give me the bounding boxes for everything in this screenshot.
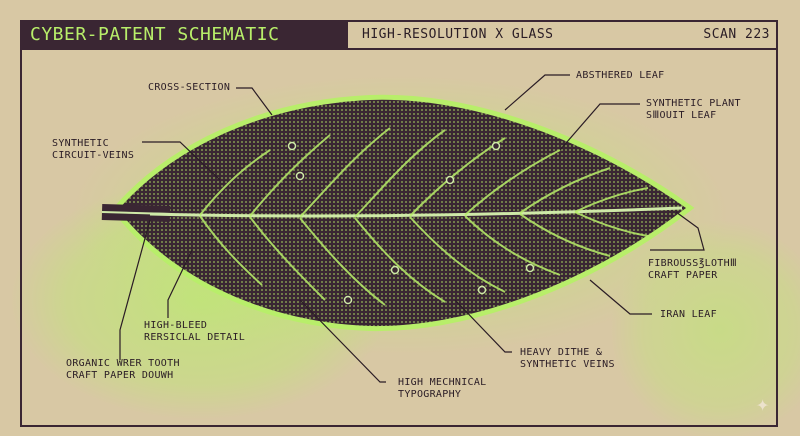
label-cross-section: CROSS-SECTION [148, 82, 231, 93]
page-title: CYBER-PATENT SCHEMATIC [20, 20, 348, 50]
label-high-mechnical: HIGH MECHNICAL TYPOGRAPHY [398, 377, 487, 400]
leader-lines [119, 74, 705, 383]
label-synthetic-plant: SYNTHETIC PLANT SⅢOUIT LEAF [646, 98, 741, 121]
label-fibrous-craft: FIBROUSS℥LOTHⅢ CRAFT PAPER [648, 258, 738, 281]
label-heavy-dithe: HEAVY DITHE & SYNTHETIC VEINS [520, 347, 615, 370]
page-subtitle: HIGH-RESOLUTION X GLASS [362, 27, 554, 42]
circuit-nodes [287, 141, 535, 305]
leaf-midrib [149, 206, 683, 218]
label-organic-tooth: ORGANIC WRER TOOTH CRAFT PAPER DOUWH [66, 358, 180, 381]
label-iran-leaf: IRAN LEAF [660, 309, 717, 320]
header-bar [20, 20, 778, 50]
scan-number: SCAN 223 [703, 27, 770, 42]
schematic-frame [20, 20, 778, 427]
label-abstrered-leaf: ABSTHERED LEAF [576, 70, 665, 81]
sparkle-icon: ✦ [756, 392, 770, 417]
leaf-veins-upper [199, 127, 649, 218]
label-high-bleed: HIGH-BLEED RERSICLAL DETAIL [144, 320, 246, 343]
label-synthetic-circuit-veins: SYNTHETIC CIRCUIT-VEINS [52, 138, 135, 161]
leaf-veins-lower [199, 211, 649, 306]
